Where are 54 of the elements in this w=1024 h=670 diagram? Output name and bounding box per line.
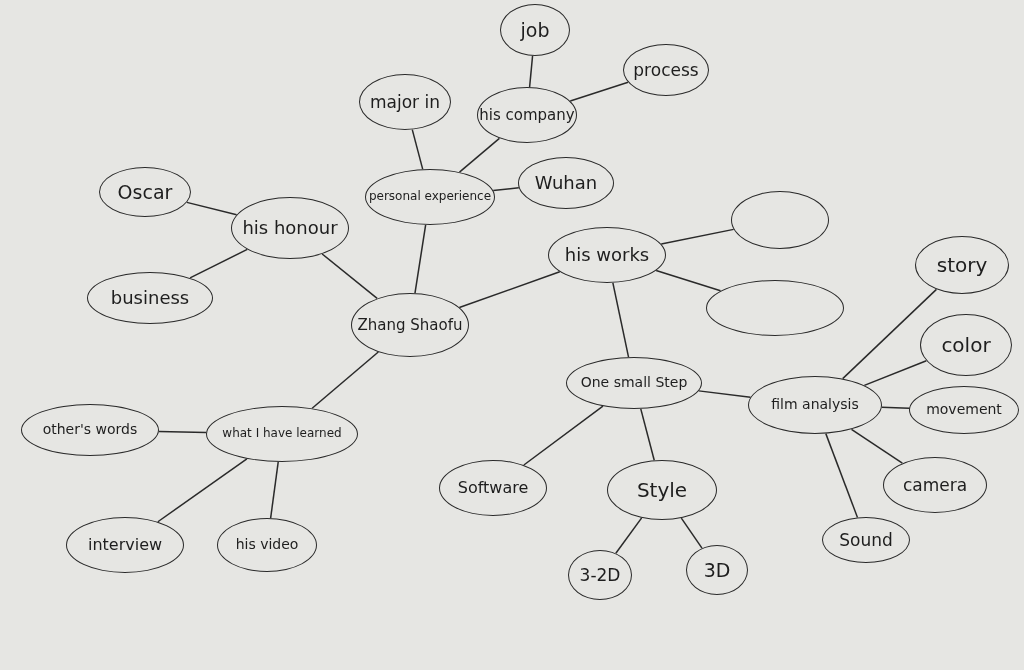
node-label: business <box>110 288 190 308</box>
connector-line <box>640 408 655 462</box>
ellipse-node <box>477 87 577 143</box>
node-label: job <box>520 19 550 41</box>
connector-line <box>523 405 604 466</box>
connector-line <box>321 253 378 300</box>
node-label: camera <box>902 475 968 495</box>
connector-line <box>411 128 424 170</box>
node-label: his company <box>479 106 575 124</box>
connector-line <box>186 201 238 216</box>
node-label: what I have learned <box>222 427 342 441</box>
node-label: Oscar <box>117 181 173 203</box>
node-label: his video <box>235 537 299 553</box>
connector-line <box>569 81 629 102</box>
connector-line <box>492 187 520 192</box>
node-label: 3-2D <box>579 565 621 585</box>
node-label: Software <box>457 479 529 497</box>
connector-line <box>189 248 248 279</box>
node-label: his honour <box>242 218 338 238</box>
connector-line <box>458 271 561 309</box>
connector-line <box>881 406 910 409</box>
node-label: film analysis <box>771 397 859 413</box>
connector-line <box>157 458 248 523</box>
connector-line <box>158 430 207 434</box>
node-label: color <box>941 334 991 356</box>
node-label: movement <box>926 402 1002 418</box>
node-label: his works <box>564 245 650 265</box>
connector-line <box>698 390 752 398</box>
node-label: interview <box>87 536 163 554</box>
node-label: Zhang Shaofu <box>357 316 463 334</box>
connector-line <box>458 137 501 173</box>
connector-line <box>850 428 904 464</box>
node-label: story <box>936 254 988 276</box>
node-label: other's words <box>42 422 138 438</box>
connector-line <box>680 517 703 549</box>
connector-line <box>269 461 279 519</box>
node-label: One small Step <box>580 375 688 391</box>
connector-line <box>612 282 630 358</box>
connector-line <box>655 269 722 292</box>
connector-line <box>528 55 534 88</box>
connector-line <box>311 351 380 410</box>
connector-line <box>615 517 643 555</box>
node-label: 3D <box>703 559 731 581</box>
connector-line <box>660 228 735 245</box>
node-label: Sound <box>839 530 893 550</box>
connector-line <box>414 224 427 294</box>
connector-line <box>863 360 928 387</box>
node-label: Style <box>636 479 688 501</box>
connector-line <box>825 432 859 519</box>
node-label: process <box>633 60 699 80</box>
node-label: Wuhan <box>534 173 598 193</box>
connector-line <box>841 288 938 380</box>
node-label: personal experience <box>368 190 492 204</box>
node-label: major in <box>370 92 440 112</box>
